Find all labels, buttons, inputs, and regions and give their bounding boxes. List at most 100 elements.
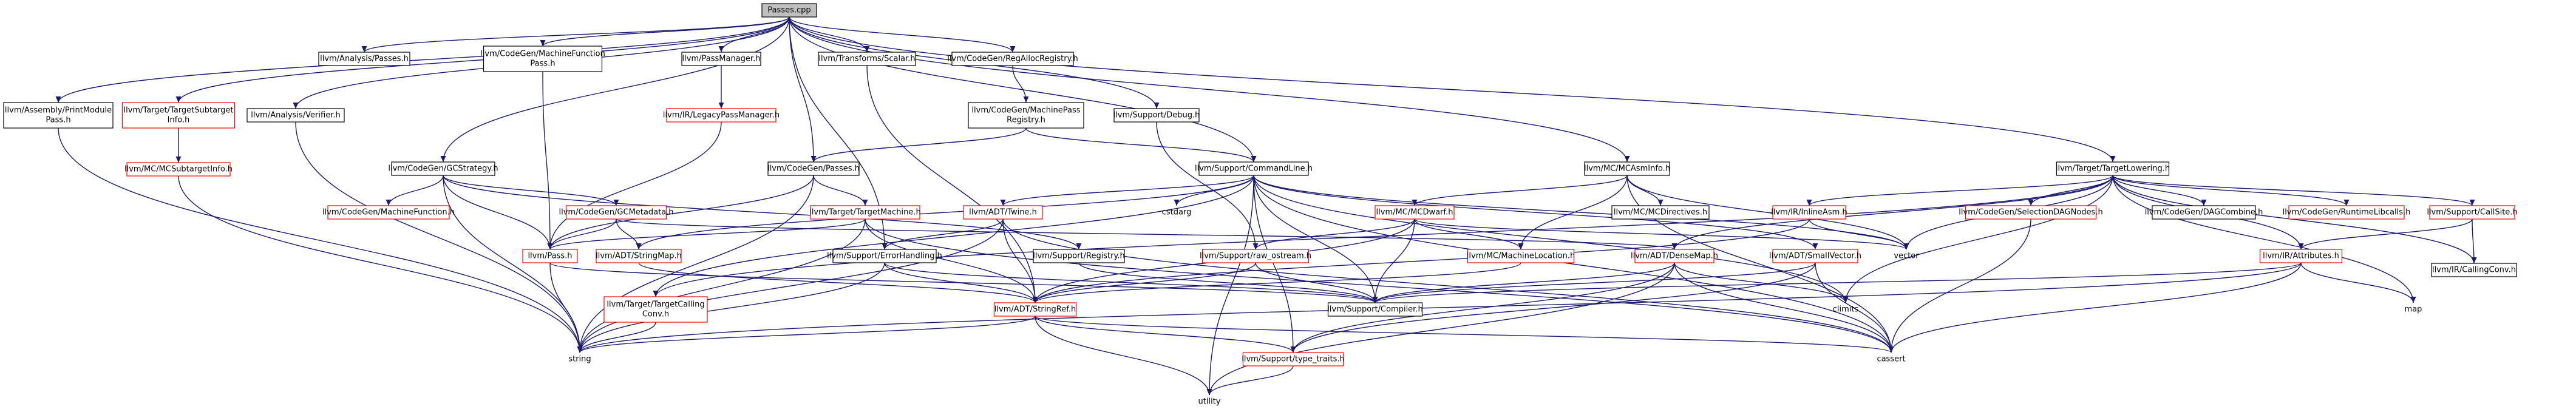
node-support-raw[interactable]: llvm/Support/raw_ostream.h — [1200, 249, 1311, 263]
edge-analysis_verifier-to-string — [295, 121, 583, 353]
node-label: Registry.h — [1007, 116, 1045, 125]
edge-mc_subtarget-to-string — [178, 175, 583, 353]
node-ir-attributes[interactable]: llvm/IR/Attributes.h — [2259, 249, 2343, 263]
edge-root-to-mc_asminfo — [789, 16, 1630, 163]
edge-asm_printmodule-to-string — [58, 127, 583, 353]
node-cg-seldag[interactable]: llvm/CodeGen/SelectionDAGNodes.h — [1959, 205, 2103, 220]
node-box — [681, 52, 761, 66]
node-scalar[interactable]: llvm/Transforms/Scalar.h — [818, 52, 916, 66]
node-label: Conv.h — [642, 310, 669, 319]
node-label: llvm/Support/CallSite.h — [2427, 208, 2517, 217]
node-support-debug[interactable]: llvm/Support/Debug.h — [1113, 108, 1200, 123]
node-analysis-passes[interactable]: llvm/Analysis/Passes.h — [318, 52, 410, 66]
node-target-machine[interactable]: llvm/Target/TargetMachine.h — [809, 205, 921, 220]
edge-support_cmdline-to-cstdarg — [1174, 175, 1254, 206]
node-adt-smallvec[interactable]: llvm/ADT/SmallVector.h — [1769, 249, 1861, 263]
edge-support_cmdline-to-vector — [1253, 175, 1909, 250]
edge-adt_stringref-to-string — [577, 316, 1036, 353]
node-adt-stringref[interactable]: llvm/ADT/StringRef.h — [993, 302, 1077, 317]
node-mc-directives[interactable]: llvm/MC/MCDirectives.h — [1611, 205, 1710, 220]
node-label: llvm/Pass.h — [528, 252, 572, 261]
edge-support_callsite-to-ir_callconv — [2471, 218, 2477, 264]
node-ir-legacypm[interactable]: llvm/IR/LegacyPassManager.h — [663, 108, 780, 123]
node-pass-h[interactable]: llvm/Pass.h — [522, 249, 578, 263]
node-box — [810, 205, 920, 220]
node-label: llvm/CodeGen/RegAllocRegistry.h — [947, 55, 1078, 64]
edge-cg_passes-to-pass_h — [547, 175, 814, 250]
edge-support_cmdline-to-adt_twine — [1000, 175, 1254, 206]
node-support-cmdline[interactable]: llvm/Support/CommandLine.h — [1195, 161, 1313, 176]
node-adt-densemap[interactable]: llvm/ADT/DenseMap.h — [1631, 249, 1718, 263]
node-analysis-verifier[interactable]: llvm/Analysis/Verifier.h — [246, 108, 345, 123]
node-cg-gcstrategy[interactable]: llvm/CodeGen/GCStrategy.h — [388, 161, 498, 176]
edge-root-to-cg_passes — [789, 16, 817, 163]
edge-support_errhandling-to-string — [577, 262, 885, 353]
node-label: utility — [1198, 397, 1221, 407]
node-support-typetraits[interactable]: llvm/Support/type_traits.h — [1242, 352, 1345, 366]
node-cg-mf[interactable]: llvm/CodeGen/MachineFunction.h — [322, 205, 455, 220]
edge-support_callsite-to-ir_attributes — [2298, 218, 2473, 250]
node-cg-rtlibcalls[interactable]: llvm/CodeGen/RuntimeLibcalls.h — [2283, 205, 2411, 220]
node-passmanager[interactable]: llvm/PassManager.h — [681, 52, 761, 66]
node-label: llvm/CodeGen/RuntimeLibcalls.h — [2283, 208, 2411, 217]
node-cg-passes[interactable]: llvm/CodeGen/Passes.h — [767, 161, 860, 176]
node-ir-inlineasm[interactable]: llvm/IR/InlineAsm.h — [1771, 205, 1847, 220]
edge-target_lowering-to-target_callconv — [653, 175, 2113, 297]
edge-ir_legacypm-to-pass_h — [547, 121, 722, 250]
node-regalloc[interactable]: llvm/CodeGen/RegAllocRegistry.h — [947, 52, 1078, 66]
edge-support_raw-to-support_compiler — [1255, 262, 1378, 303]
node-root[interactable]: Passes.cpp — [761, 3, 817, 18]
node-adt-stringmap[interactable]: llvm/ADT/StringMap.h — [596, 249, 682, 263]
node-label: llvm/Analysis/Verifier.h — [251, 111, 340, 120]
node-support-errhandling[interactable]: llvm/Support/ErrorHandling.h — [827, 249, 942, 263]
edge-ir_attributes-to-support_compiler — [1372, 262, 2302, 303]
node-label: llvm/CodeGen/DAGCombine.h — [2145, 208, 2263, 217]
edge-cg_seldag-to-cassert — [1888, 218, 2031, 353]
edge-cg_mfpass-to-pass_h — [542, 71, 553, 250]
edge-target_lowering-to-ir_inlineasm — [1806, 175, 2113, 206]
edge-cg_gcstrategy-to-support_registry — [443, 175, 1082, 250]
edge-root-to-regalloc — [789, 16, 1016, 53]
node-label: climits — [1833, 305, 1859, 314]
edge-adt_smallvec-to-support_compiler — [1372, 262, 1816, 303]
edge-target_machine-to-string — [577, 218, 866, 353]
node-support-registry[interactable]: llvm/Support/Registry.h — [1033, 249, 1125, 263]
node-string: string — [568, 355, 591, 364]
node-label: llvm/Support/Debug.h — [1113, 111, 1200, 120]
node-mc-asminfo[interactable]: llvm/MC/MCAsmInfo.h — [1584, 161, 1670, 176]
node-label: llvm/Target/TargetLowering.h — [2056, 164, 2170, 174]
edge-mc_asminfo-to-cassert — [1626, 175, 1894, 353]
node-support-compiler[interactable]: llvm/Support/Compiler.h — [1327, 302, 1423, 317]
edge-adt_densemap-to-utility — [1206, 262, 1675, 396]
node-label: Info.h — [168, 116, 190, 125]
node-support-callsite[interactable]: llvm/Support/CallSite.h — [2427, 205, 2518, 220]
edge-mc_mcdwarf-to-vector — [1414, 218, 1909, 250]
node-box — [1242, 352, 1344, 366]
edge-target_machine-to-pass_h — [547, 218, 866, 250]
node-adt-twine[interactable]: llvm/ADT/Twine.h — [963, 205, 1043, 220]
edge-mc_location-to-adt_stringref — [1032, 262, 1521, 303]
node-box — [603, 296, 708, 323]
node-box — [666, 108, 777, 123]
node-ir-callconv[interactable]: llvm/IR/CallingConv.h — [2431, 263, 2517, 277]
node-label: string — [568, 355, 591, 364]
node-mc-location[interactable]: llvm/MC/MachineLocation.h — [1467, 249, 1575, 263]
node-box — [1375, 205, 1455, 220]
node-label: llvm/CodeGen/MachineFunction — [480, 50, 605, 59]
node-cg-dagcombine[interactable]: llvm/CodeGen/DAGCombine.h — [2145, 205, 2263, 220]
node-box — [963, 205, 1043, 220]
node-box — [327, 205, 450, 220]
node-label: llvm/CodeGen/SelectionDAGNodes.h — [1959, 208, 2102, 217]
node-climits: climits — [1833, 305, 1859, 314]
node-mc-mcdwarf[interactable]: llvm/MC/MCDwarf.h — [1375, 205, 1455, 220]
node-mc-subtarget[interactable]: llvm/MC/MCSubtargetInfo.h — [124, 162, 233, 177]
edge-support_raw-to-adt_stringref — [1032, 262, 1256, 303]
node-cg-gcmeta[interactable]: llvm/CodeGen/GCMetadata.h — [559, 205, 674, 220]
node-target-lowering[interactable]: llvm/Target/TargetLowering.h — [2056, 161, 2170, 176]
node-box — [126, 162, 231, 177]
